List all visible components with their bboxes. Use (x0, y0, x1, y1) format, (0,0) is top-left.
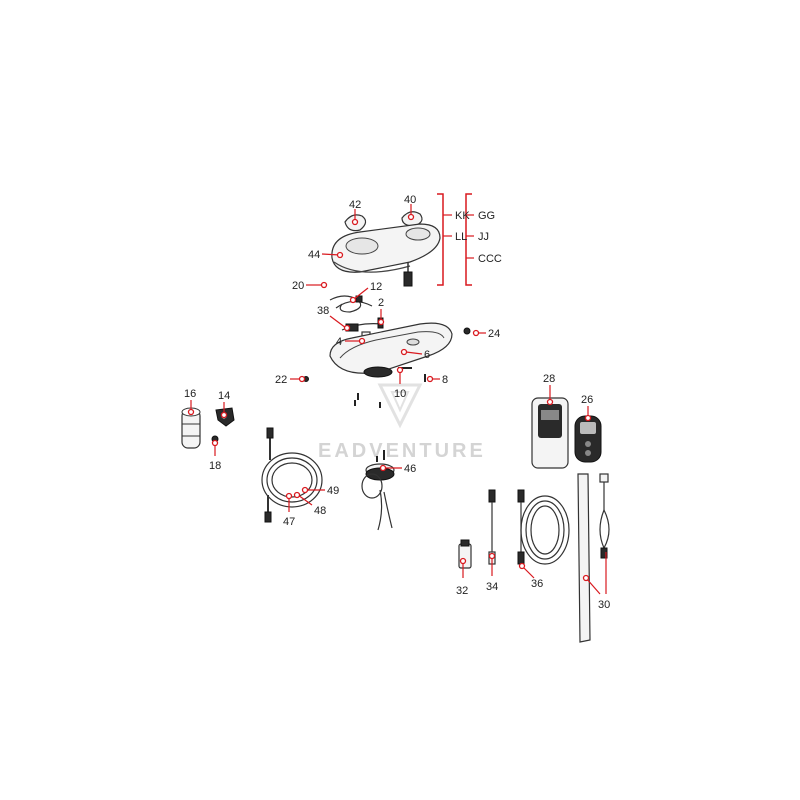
coiled-cable (517, 489, 570, 565)
pole-and-lanyard (577, 473, 610, 643)
callout-49: 49 (327, 485, 339, 497)
callout-24: 24 (488, 328, 500, 340)
callout-22: 22 (275, 374, 287, 386)
callout-12: 12 (370, 281, 382, 293)
callout-32: 32 (456, 585, 468, 597)
callout-48: 48 (314, 505, 326, 517)
callout-2: 2 (378, 297, 384, 309)
power-plug (458, 539, 472, 569)
callout-18: 18 (209, 460, 221, 472)
bracket-label-jj: JJ (478, 231, 489, 243)
callout-26: 26 (581, 394, 593, 406)
callout-4: 4 (336, 336, 342, 348)
callout-20: 20 (292, 280, 304, 292)
callouts: 42 40 44 20 12 38 2 4 6 24 (184, 194, 610, 611)
callout-38: 38 (317, 305, 329, 317)
callout-6: 6 (424, 349, 430, 361)
cable-coil (261, 427, 323, 523)
callout-40: 40 (404, 194, 416, 206)
callout-47: 47 (283, 516, 295, 528)
callout-42: 42 (349, 199, 361, 211)
callout-30: 30 (598, 599, 610, 611)
callout-8: 8 (442, 374, 448, 386)
top-cover-assembly (331, 211, 441, 287)
bracket-label-kk: KK (455, 210, 470, 222)
callout-44: 44 (308, 249, 320, 261)
bracket-label-ll: LL (455, 231, 467, 243)
callout-16: 16 (184, 388, 196, 400)
watermark-text: EADVENTURE (318, 440, 486, 462)
lower-housing (303, 322, 471, 408)
bracket-label-ccc: CCC (478, 253, 502, 265)
callout-46: 46 (404, 463, 416, 475)
watermark: EADVENTURE (318, 383, 486, 462)
callout-10: 10 (394, 388, 406, 400)
bracket-label-gg: GG (478, 210, 495, 222)
sensor-puck (361, 450, 395, 531)
remotes (531, 397, 602, 469)
callout-34: 34 (486, 581, 498, 593)
callout-36: 36 (531, 578, 543, 590)
callout-28: 28 (543, 373, 555, 385)
bracket-group: KK LL GG JJ CCC (437, 193, 502, 286)
callout-14: 14 (218, 390, 230, 402)
